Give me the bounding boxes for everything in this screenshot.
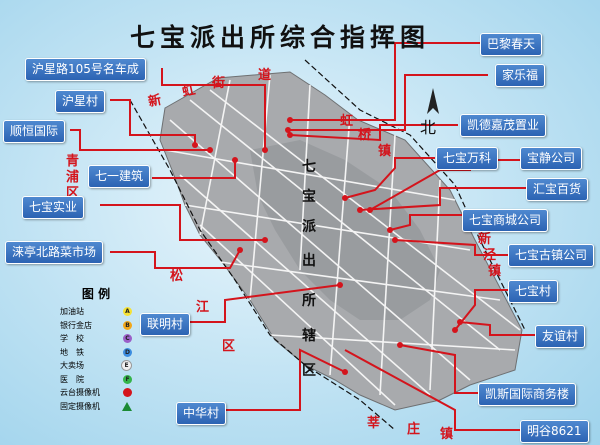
- metro-icon: D: [123, 347, 132, 357]
- page-title: 七宝派出所综合指挥图: [130, 23, 431, 52]
- school-icon: C: [123, 334, 132, 344]
- district-char-4: 出: [302, 253, 316, 269]
- north-arrow-icon: [427, 88, 439, 114]
- legend-item: 医 院 F: [60, 373, 132, 387]
- label-huxinglu[interactable]: 沪星路105号名车成: [25, 58, 146, 81]
- legend-item: 加油站 A: [60, 305, 132, 319]
- road-xinjing-3: 镇: [488, 264, 502, 279]
- legend-title: 图 例: [81, 287, 111, 301]
- label-huibao[interactable]: 汇宝百货: [526, 178, 589, 201]
- ptz-camera-icon: [123, 388, 132, 398]
- district-char-1: 七: [302, 159, 316, 175]
- bank-icon: B: [123, 320, 132, 330]
- road-hongqiao-3: 镇: [378, 144, 392, 159]
- label-huxingcun[interactable]: 沪星村: [55, 90, 106, 113]
- road-xinzhuang-2: 庄: [407, 422, 421, 437]
- label-balichun[interactable]: 巴黎春天: [480, 33, 543, 56]
- road-songjiang-3: 区: [222, 339, 236, 354]
- label-baojing[interactable]: 宝静公司: [520, 147, 583, 170]
- hospital-icon: F: [123, 374, 132, 384]
- legend-item: 云台摄像机: [60, 386, 132, 400]
- label-qiyijian[interactable]: 七一建筑: [88, 165, 151, 188]
- mall-icon: E: [121, 360, 132, 372]
- north-label: 北: [420, 118, 437, 137]
- road-huhong-4: 道: [258, 68, 272, 83]
- road-xinjing-1: 新: [478, 232, 492, 247]
- callout-lines: [70, 42, 537, 431]
- legend-item: 学 校 C: [60, 332, 132, 346]
- district-char-2: 宝: [302, 189, 316, 205]
- legend: 图 例 加油站 A 银行金店 B 学 校 C 地 铁 D 大卖场 E 医 院 F…: [60, 285, 132, 413]
- district-char-3: 派: [302, 219, 316, 235]
- camera-markers: [192, 117, 463, 375]
- road-songjiang-2: 江: [196, 300, 210, 315]
- road-xinzhuang-1: 莘: [367, 416, 381, 431]
- district-char-7: 区: [302, 363, 316, 379]
- legend-item: 大卖场 E: [60, 359, 132, 373]
- label-kaisi[interactable]: 凯斯国际商务楼: [478, 383, 577, 406]
- road-songjiang-1: 松: [170, 269, 184, 284]
- road-xinjing-2: 泾: [483, 248, 497, 263]
- label-jialefu[interactable]: 家乐福: [495, 64, 546, 87]
- legend-item: 固定摄像机: [60, 400, 132, 414]
- fixed-camera-icon: [122, 401, 132, 411]
- gas-station-icon: A: [123, 307, 132, 317]
- label-qibaoshangcheng[interactable]: 七宝商城公司: [462, 209, 549, 232]
- road-hongqiao-1: 虹: [340, 114, 354, 129]
- road-huhong-3: 街: [212, 76, 226, 91]
- label-youyi[interactable]: 友谊村: [535, 325, 586, 348]
- road-hongqiao-2: 桥: [358, 128, 372, 143]
- road-xinzhuang-3: 镇: [440, 427, 454, 442]
- label-shunheng[interactable]: 顺恒国际: [3, 120, 66, 143]
- label-qibaocun[interactable]: 七宝村: [508, 280, 559, 303]
- label-qibaowanke[interactable]: 七宝万科: [436, 147, 499, 170]
- label-qibaoguzhen[interactable]: 七宝古镇公司: [508, 244, 595, 267]
- label-qibaoshiye[interactable]: 七宝实业: [22, 196, 85, 219]
- legend-item: 银行金店 B: [60, 319, 132, 333]
- label-kaideji[interactable]: 凯德嘉茂置业: [460, 114, 547, 137]
- north-compass: 北: [413, 86, 453, 137]
- district-char-5: 所: [302, 293, 316, 309]
- label-lianming[interactable]: 联明村: [140, 313, 191, 336]
- label-zhonghua[interactable]: 中华村: [176, 402, 227, 425]
- label-laitingbei[interactable]: 涞亭北路菜市场: [5, 241, 104, 264]
- road-qingpu-2: 浦: [66, 170, 80, 185]
- label-minggu[interactable]: 明谷8621: [520, 420, 589, 443]
- road-qingpu-1: 青: [66, 154, 80, 169]
- legend-item: 地 铁 D: [60, 346, 132, 360]
- district-char-6: 辖: [302, 328, 316, 344]
